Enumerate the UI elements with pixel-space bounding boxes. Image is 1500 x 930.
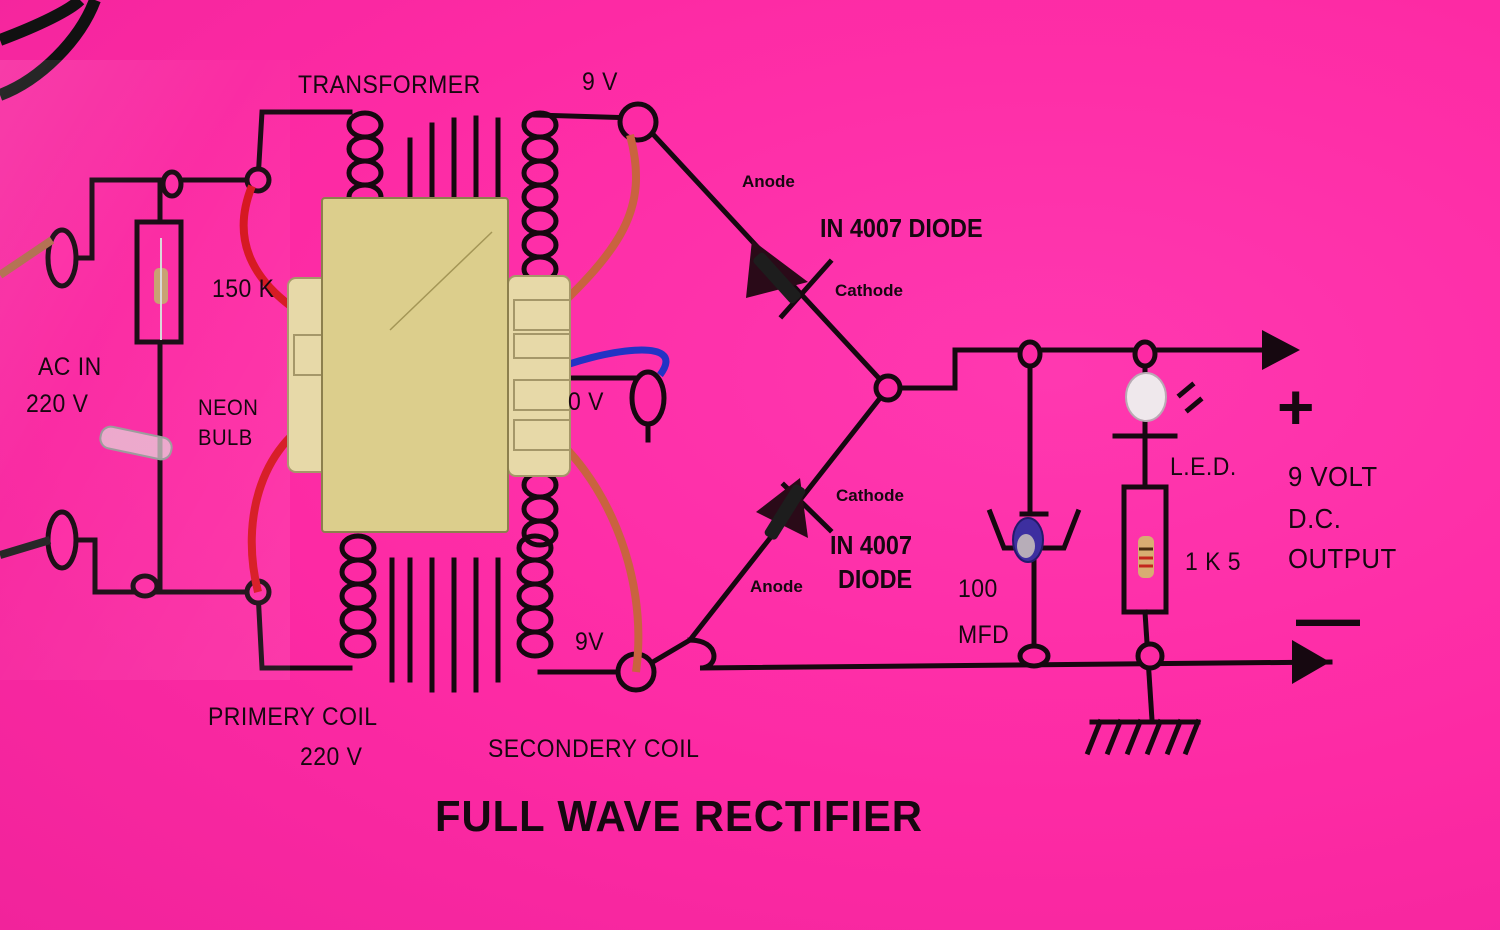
neg-output-arrow bbox=[1292, 640, 1330, 684]
coil-loop bbox=[516, 605, 554, 635]
led-rays bbox=[1176, 381, 1204, 414]
label-d2-name: IN 4007 bbox=[830, 530, 912, 560]
label-transformer: TRANSFORMER bbox=[298, 71, 481, 99]
terminal-primary-top bbox=[244, 166, 272, 194]
terminal-ac-top bbox=[45, 227, 79, 289]
junction-neon-bottom bbox=[130, 573, 160, 599]
transformer-body bbox=[321, 197, 509, 533]
pos-output-arrow bbox=[1262, 330, 1300, 370]
ground-symbol bbox=[1084, 718, 1202, 756]
wire-pos-rail bbox=[885, 347, 1268, 391]
coil-loop bbox=[339, 629, 377, 659]
coil-loop bbox=[346, 134, 384, 164]
coil-loop bbox=[521, 158, 559, 188]
coil-loop bbox=[516, 557, 554, 587]
label-neon: NEON bbox=[198, 395, 259, 420]
label-primary-voltage: 220 V bbox=[300, 743, 363, 771]
coil-loop bbox=[516, 581, 554, 611]
coil-loop bbox=[346, 110, 384, 140]
junction-resistor-top bbox=[160, 169, 184, 199]
coil-loop bbox=[339, 581, 377, 611]
label-led: L.E.D. bbox=[1170, 453, 1237, 481]
coil-loop bbox=[521, 518, 559, 548]
wire-primary-top bbox=[255, 109, 353, 183]
label-d1-name: IN 4007 DIODE bbox=[820, 213, 983, 243]
label-0v: 0 V bbox=[568, 388, 604, 416]
label-capacitor-unit: MFD bbox=[958, 621, 1010, 649]
terminal-ac-bottom bbox=[45, 509, 79, 571]
label-ac-in: AC IN bbox=[38, 353, 102, 381]
coil-loop bbox=[339, 557, 377, 587]
coil-loop bbox=[339, 605, 377, 635]
wire-primary-bottom bbox=[255, 589, 353, 671]
physical-parts bbox=[0, 0, 1167, 673]
junction-cap-top bbox=[1017, 339, 1043, 369]
diagram-title: FULL WAVE RECTIFIER bbox=[435, 792, 923, 841]
junction-res-bottom bbox=[1135, 641, 1165, 671]
transformer-core bbox=[389, 115, 501, 693]
coil-loop bbox=[339, 533, 377, 563]
label-d2-cathode: Cathode bbox=[836, 486, 904, 505]
coil-loop bbox=[346, 158, 384, 188]
label-9v-bottom: 9V bbox=[575, 628, 605, 656]
input-wire-top bbox=[0, 236, 55, 279]
neon-bulb-part bbox=[99, 425, 173, 461]
wire-d2-bottom-loop bbox=[687, 637, 1333, 671]
label-ac-voltage: 220 V bbox=[26, 390, 89, 418]
coil-loop bbox=[516, 629, 554, 659]
coil-loop bbox=[521, 494, 559, 524]
transformer-bobbin-right bbox=[507, 275, 571, 477]
label-d1-cathode: Cathode bbox=[835, 281, 903, 300]
label-output: OUTPUT bbox=[1288, 543, 1397, 574]
plus-sign-icon: + bbox=[1277, 371, 1315, 443]
label-bulb: BULB bbox=[198, 425, 253, 450]
label-output-volt: 9 VOLT bbox=[1288, 461, 1378, 492]
label-d1-anode: Anode bbox=[742, 172, 795, 191]
coil-loop bbox=[516, 533, 554, 563]
input-wire-bottom bbox=[0, 536, 52, 559]
label-primary-coil: PRIMERY COIL bbox=[208, 703, 378, 731]
terminal-9v-top bbox=[617, 101, 659, 143]
orange-wire-9v-top bbox=[542, 133, 641, 323]
junction-cathodes bbox=[873, 373, 903, 403]
coil-loop bbox=[521, 206, 559, 236]
label-capacitor-value: 100 bbox=[958, 575, 998, 603]
terminal-0v bbox=[629, 369, 667, 427]
power-cord-icon bbox=[0, 0, 101, 101]
junction-cap-bottom bbox=[1017, 643, 1051, 669]
coil-loop bbox=[521, 230, 559, 260]
label-d2-diode: DIODE bbox=[838, 564, 913, 594]
diode2-part bbox=[764, 484, 806, 540]
label-secondary-coil: SECONDERY COIL bbox=[488, 735, 700, 763]
diode1-part bbox=[753, 252, 801, 304]
label-d2-anode: Anode bbox=[750, 577, 803, 596]
minus-sign-icon: — bbox=[1296, 582, 1360, 654]
diode1-bar bbox=[778, 258, 834, 320]
coil-loop bbox=[521, 134, 559, 164]
label-resistor-150k: 150 K bbox=[212, 275, 275, 303]
junction-led-top bbox=[1132, 339, 1158, 369]
label-output-dc: D.C. bbox=[1288, 503, 1342, 534]
coil-loop bbox=[521, 182, 559, 212]
led-part bbox=[1125, 372, 1167, 422]
label-resistor-1k5: 1 K 5 bbox=[1185, 548, 1242, 576]
label-9v-top: 9 V bbox=[582, 68, 618, 96]
